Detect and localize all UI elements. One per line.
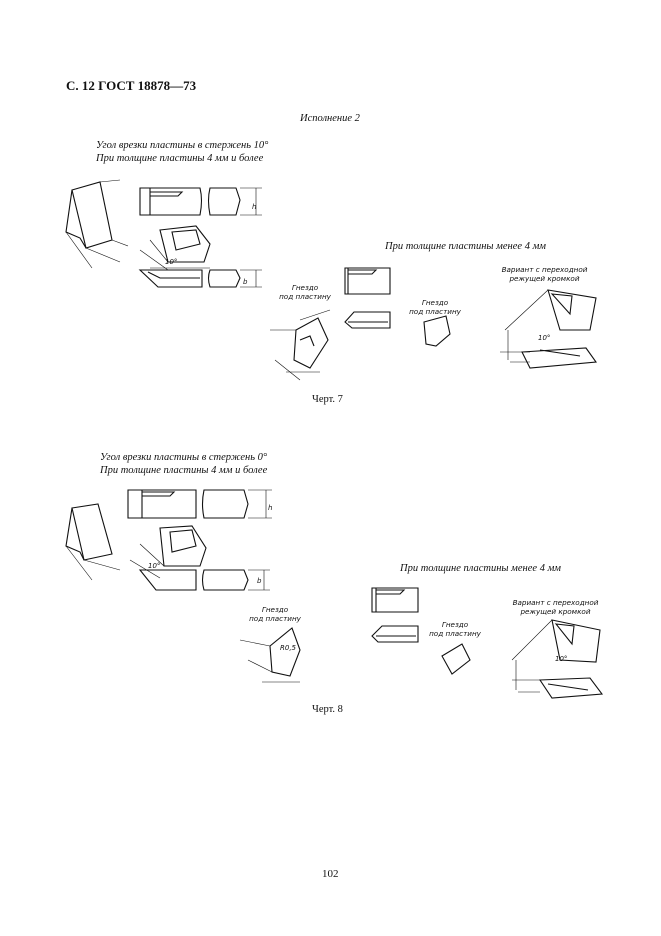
section2-dim-angle10: 10° xyxy=(148,562,161,570)
section2-dim-b: b xyxy=(257,577,262,585)
drawing-8-side-view xyxy=(127,489,272,519)
section2-thin-title: При толщине пластины менее 4 мм xyxy=(400,563,561,574)
section1-caption: Черт. 7 xyxy=(312,394,343,405)
drawing-7-holder xyxy=(138,269,262,288)
drawing-8-thin-plates xyxy=(371,587,471,675)
section2-caption: Черт. 8 xyxy=(312,704,343,715)
drawing-8-section xyxy=(129,525,207,579)
drawing-7-variant xyxy=(500,289,598,369)
section2-dim-r: R0,5 xyxy=(280,644,296,652)
drawing-7-side-view xyxy=(139,187,262,216)
section1-thickness-line: При толщине пластины 4 мм и более xyxy=(96,153,264,164)
section1-dim-b: b xyxy=(243,278,248,286)
drawing-7-section xyxy=(139,225,211,271)
section2-socket-label-a: Гнездо под пластину xyxy=(249,605,301,623)
drawing-7-socket-a xyxy=(270,309,331,381)
section1-angle-line: Угол врезки пластины в стержень 10° xyxy=(96,140,269,151)
section2-dim-h: h xyxy=(268,504,273,512)
section1-socket-label-b: Гнездо под пластину xyxy=(409,298,461,316)
page-number: 102 xyxy=(322,868,339,880)
section2-socket-label-b: Гнездо под пластину xyxy=(429,620,481,638)
section2-angle-line: Угол врезки пластины в стержень 0° xyxy=(100,452,268,463)
section2-dim-angle10-variant: 10° xyxy=(555,655,568,663)
page-header: С. 12 ГОСТ 18878—73 xyxy=(66,78,197,93)
section1-variant-note: Вариант с переходной режущей кромкой xyxy=(501,265,588,283)
variant-title: Исполнение 2 xyxy=(300,113,360,124)
section1-socket-label-a: Гнездо под пластину xyxy=(279,283,331,301)
section1-thin-title: При толщине пластины менее 4 мм xyxy=(385,241,546,252)
drawing-8-socket-a xyxy=(239,627,301,683)
drawing-7-thin-plates xyxy=(344,267,451,347)
section1-dim-angle10-variant: 10° xyxy=(538,334,551,342)
drawing-7-rotated-view xyxy=(65,179,129,269)
drawing-8-variant xyxy=(511,619,604,699)
section1-dim-h: h xyxy=(252,203,257,211)
drawing-8-holder xyxy=(138,569,270,591)
section2-variant-note: Вариант с переходной режущей кромкой xyxy=(512,598,599,616)
section2-thickness-line: При толщине пластины 4 мм и более xyxy=(100,465,268,476)
drawing-8-rotated-view xyxy=(65,503,121,581)
